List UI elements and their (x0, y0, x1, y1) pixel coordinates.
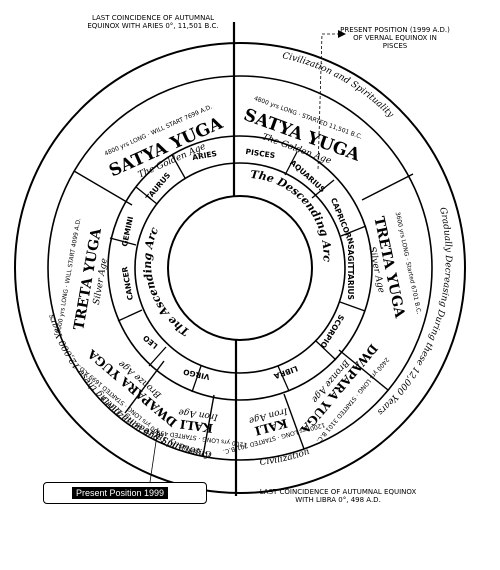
present-position-label: Present Position 1999 (72, 487, 169, 499)
outer-ring-bottom-right: Civilization (259, 447, 311, 468)
note-top-left: Last coincidence of autumnal equinox wit… (87, 14, 219, 30)
outer-ring-inner (47, 75, 433, 461)
leader-badge (149, 427, 159, 483)
zodiac-capricorn: CAPRICORN (329, 197, 356, 246)
zodiac-cancer: CANCER (120, 266, 135, 301)
present-position-badge: Present Position 1999 (43, 482, 207, 504)
svg-text:KALI: KALI (179, 417, 214, 436)
center-circle (167, 195, 313, 341)
yuga-right-satya: 4800 yrs LONG · STARTED 11,501 B.C. SATY… (241, 95, 363, 167)
leader-top-right (317, 33, 340, 171)
zodiac-aries: ARIES (192, 149, 218, 162)
outer-ring-outer (14, 42, 466, 494)
note-bottom: Last coincidence of autumnal equinox wit… (259, 488, 417, 504)
zodiac-ring-inner (134, 162, 346, 374)
zodiac-leo: LEO (141, 333, 159, 350)
zodiac-dividers (109, 151, 367, 393)
note-top-right: Present position (1999 A.D.) of vernal e… (340, 26, 450, 50)
yuga-dividers (73, 170, 414, 457)
zodiac-ring-outer (107, 135, 373, 401)
zodiac-virgo: VIRGO (182, 367, 210, 381)
ascending-arc-label: The Ascending Arc (141, 225, 192, 338)
yuga-right-treta: 3600 yrs LONG · Started 6701 B.C. TRETA … (366, 211, 422, 320)
zodiac-gemini: GEMINI (120, 215, 135, 247)
zodiac-sagittarius: SAGITTARIUS (346, 244, 355, 300)
yuga-left-treta: 3600 yrs LONG · WILL START 4099 A.D. TRE… (55, 217, 110, 334)
zodiac-pisces: PISCES (245, 147, 276, 160)
leader-arrowhead (338, 30, 346, 38)
